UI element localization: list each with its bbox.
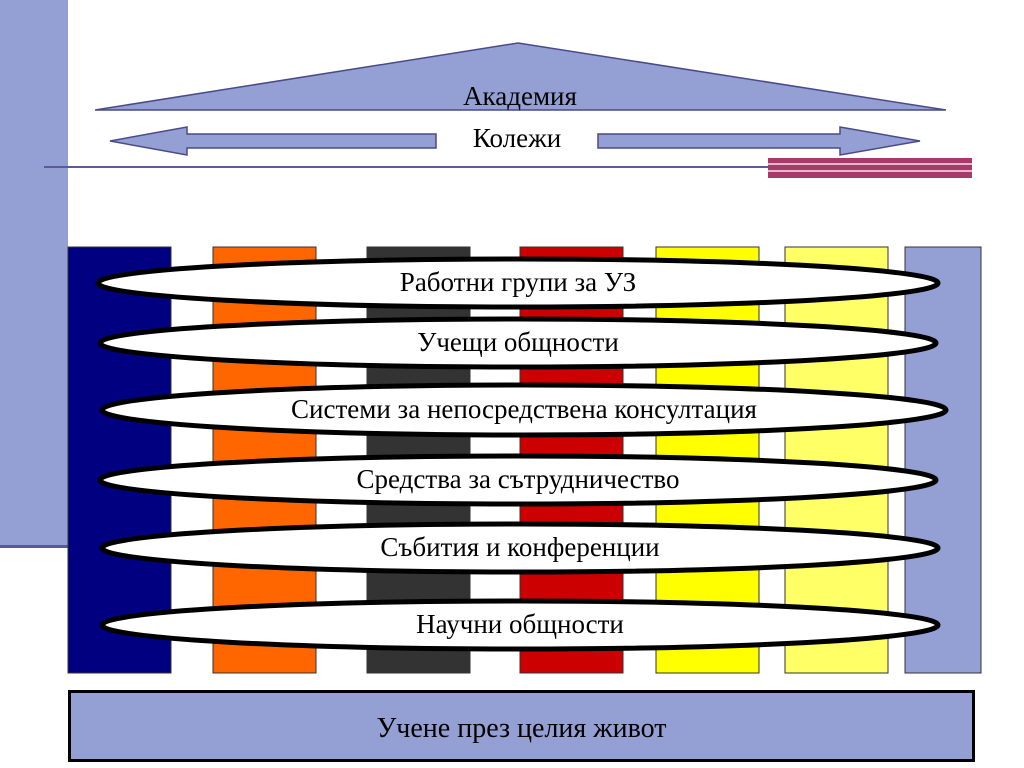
colleges-label: Колежи (472, 123, 562, 153)
ring-4 (97, 453, 939, 507)
ring-3 (99, 382, 949, 438)
pillar-7 (904, 246, 982, 674)
ring-1 (95, 256, 941, 310)
ring-6 (99, 598, 941, 652)
foundation-label: Учене през целия живот (376, 713, 667, 744)
pillar-1 (67, 246, 172, 674)
ring-label-5: Събития и конференции (380, 532, 660, 562)
ring-label-1: Работни групи за УЗ (399, 267, 637, 297)
ring-label-2: Учещи общности (417, 327, 619, 357)
ring-label-3: Системи за непосредствена консултация (291, 394, 757, 424)
arrow-left-shape (109, 126, 437, 156)
accent-bar (768, 158, 972, 178)
side-band-rule (0, 545, 68, 548)
arrow-right-shape (597, 126, 921, 156)
ring-label-4: Средства за сътрудничество (356, 464, 680, 494)
header-rule (44, 166, 972, 168)
roof-triangle (94, 42, 947, 111)
ring-2 (97, 316, 939, 370)
rings-group (95, 256, 949, 652)
side-band (0, 0, 68, 545)
ring-5 (99, 521, 941, 575)
foundation-block: Учене през целия живот (68, 690, 975, 762)
ring-label-6: Научни общности (416, 609, 624, 639)
roof-title: Академия (463, 81, 577, 111)
